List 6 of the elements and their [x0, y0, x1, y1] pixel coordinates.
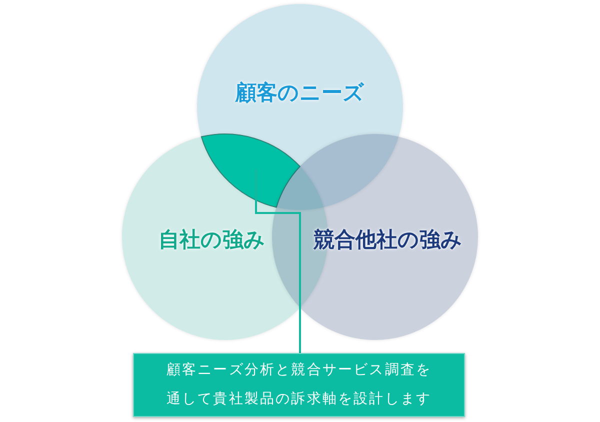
circle-label: 自社の強み — [158, 230, 266, 250]
callout-text: 顧客ニーズ分析と競合サービス調査を通して貴社製品の訴求軸を設計します — [165, 361, 433, 409]
circle-label: 顧客のニーズ — [236, 82, 364, 104]
callout-box — [133, 353, 465, 417]
overlap-lens — [200, 132, 302, 210]
circle-label: 競合他社の強み — [314, 230, 462, 250]
